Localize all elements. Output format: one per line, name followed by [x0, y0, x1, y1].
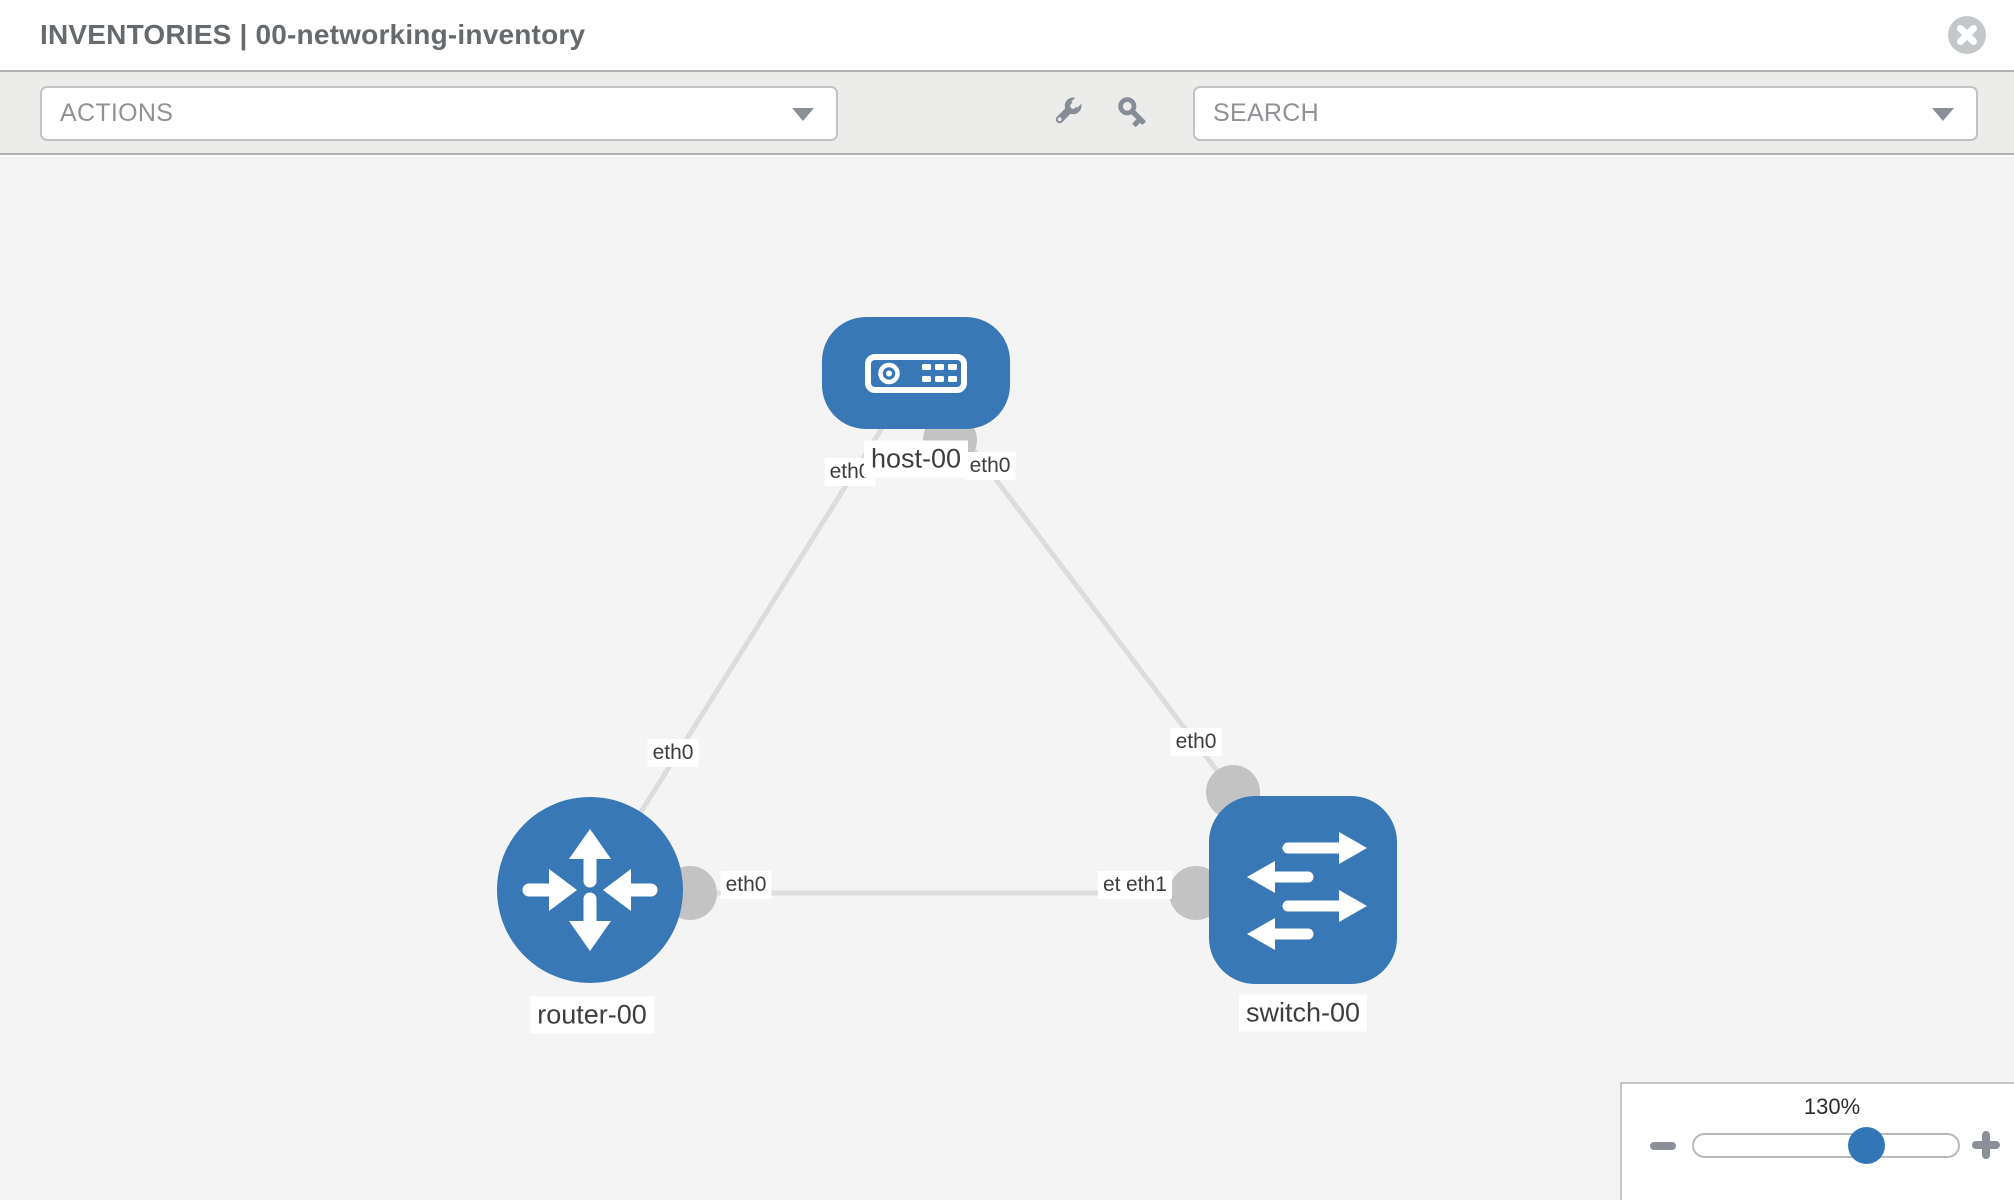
credentials-button[interactable]: [1115, 94, 1153, 132]
zoom-slider-track[interactable]: [1692, 1133, 1960, 1158]
node-label-host-00: host-00: [863, 440, 969, 478]
page-title: INVENTORIES | 00-networking-inventory: [40, 19, 586, 50]
node-label-router-00: router-00: [530, 996, 654, 1034]
key-icon: [1118, 97, 1146, 127]
zoom-slider-knob[interactable]: [1848, 1127, 1885, 1164]
close-icon: [1957, 25, 1977, 45]
iface-label-host-to-router: eth0: [824, 458, 876, 486]
zoom-panel: 130%: [1620, 1082, 2014, 1200]
node-host-00[interactable]: [822, 317, 1010, 429]
zoom-out-button[interactable]: [1648, 1131, 1678, 1161]
chevron-down-icon: [792, 108, 814, 121]
switch-icon: [1247, 832, 1367, 950]
plus-icon: [1972, 1131, 2000, 1159]
node-router-00[interactable]: [497, 797, 683, 983]
close-button[interactable]: [1948, 16, 1986, 54]
iface-label-host-to-switch: eth0: [964, 452, 1016, 480]
node-label-switch-00: switch-00: [1238, 994, 1368, 1032]
toolbar: ACTIONS SEARCH: [0, 72, 2014, 155]
node-switch-00[interactable]: [1209, 796, 1397, 984]
wrench-icon: [1055, 94, 1085, 124]
iface-label-switch-to-router: eth1: [1121, 871, 1172, 899]
actions-dropdown[interactable]: ACTIONS: [40, 86, 838, 141]
zoom-level: 130%: [1803, 1094, 1861, 1119]
minus-icon: [1650, 1142, 1676, 1150]
host-icon: [865, 354, 967, 393]
topology-canvas[interactable]: host-00 router-00 switch-00 eth0 eth0 et…: [0, 157, 2014, 1200]
edges-layer: [587, 372, 1303, 920]
zoom-in-button[interactable]: [1970, 1129, 2002, 1161]
router-icon: [522, 829, 658, 951]
search-dropdown-label: SEARCH: [1213, 99, 1319, 127]
iface-label-router-to-switch: eth0: [720, 871, 772, 899]
iface-label-switch-to-host: eth0: [1170, 728, 1222, 756]
actions-dropdown-label: ACTIONS: [60, 99, 174, 127]
chevron-down-icon: [1932, 108, 1954, 121]
search-dropdown[interactable]: SEARCH: [1193, 86, 1978, 141]
titlebar: INVENTORIES | 00-networking-inventory: [0, 0, 2014, 72]
configure-button[interactable]: [1047, 94, 1085, 132]
iface-label-router-to-host: eth0: [647, 739, 699, 767]
